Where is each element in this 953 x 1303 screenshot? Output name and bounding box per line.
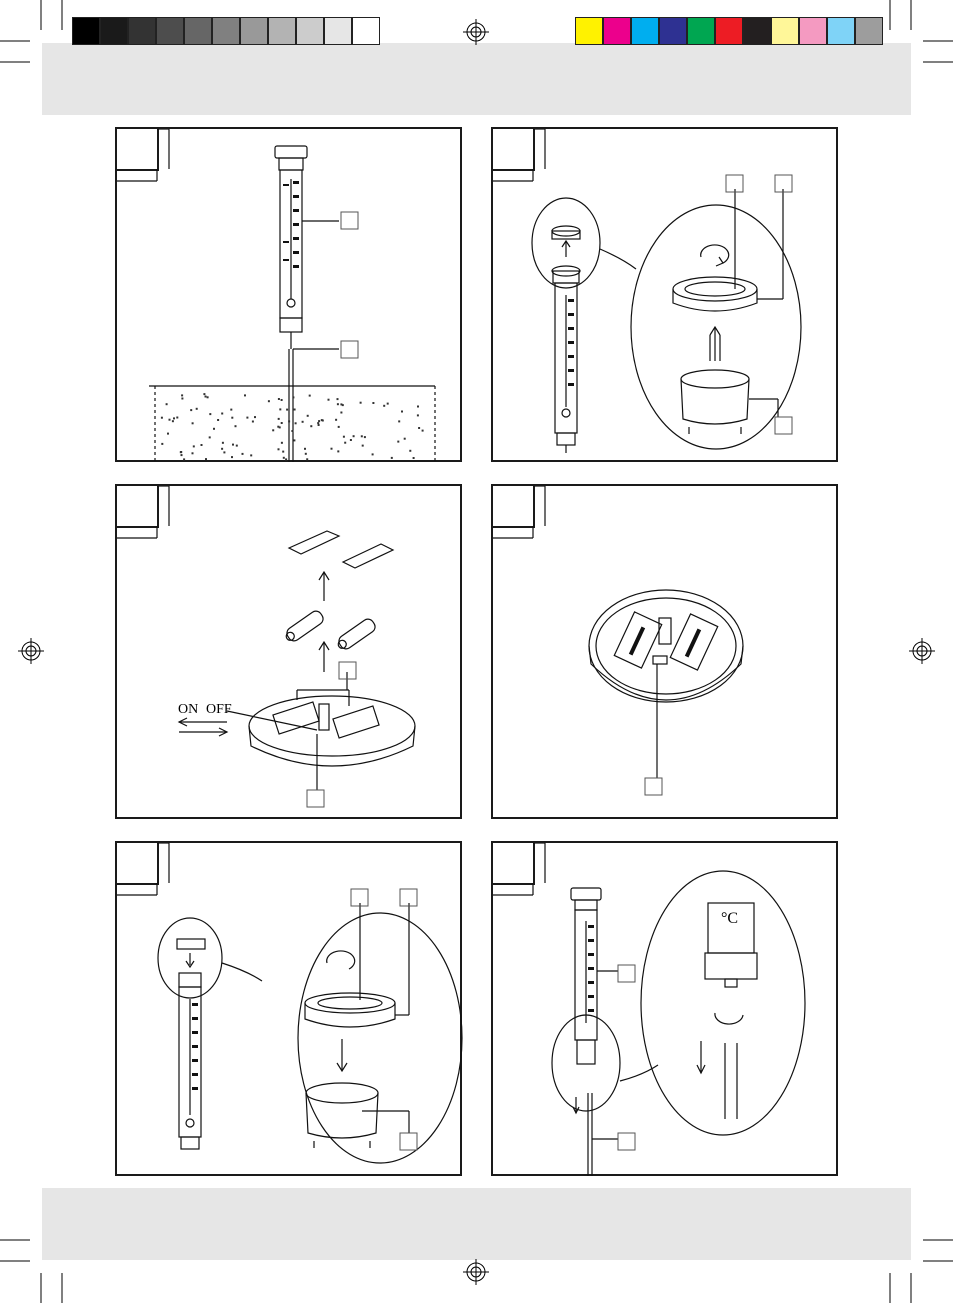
open-solar-cap-illustration [493, 129, 802, 453]
gray-swatch [240, 17, 268, 45]
switch-off-label: OFF [206, 702, 232, 717]
color-swatch [687, 17, 715, 45]
gray-swatch [268, 17, 296, 45]
color-swatch [631, 17, 659, 45]
gray-swatch [352, 17, 380, 45]
figure-6-panel: °C [491, 841, 838, 1176]
color-swatch [799, 17, 827, 45]
switch-on-label: ON [178, 702, 198, 717]
figure-number-box [491, 127, 535, 171]
figure-1-panel [115, 127, 462, 462]
color-swatch [715, 17, 743, 45]
gray-swatch [156, 17, 184, 45]
figure-number-box [491, 484, 535, 528]
registration-mark-bottom [463, 1259, 489, 1285]
gray-swatch [184, 17, 212, 45]
color-swatch [743, 17, 771, 45]
registration-mark-right [909, 638, 935, 664]
figure-3-panel: ON OFF [115, 484, 462, 819]
gray-swatch [296, 17, 324, 45]
cap-underside-illustration [493, 486, 744, 796]
battery-compartment-illustration: ON OFF [117, 486, 416, 808]
color-swatch [855, 17, 883, 45]
color-swatch [827, 17, 855, 45]
color-swatch [771, 17, 799, 45]
color-swatch [575, 17, 603, 45]
figure-number-box [115, 127, 159, 171]
gray-swatch [128, 17, 156, 45]
gray-swatch [324, 17, 352, 45]
close-solar-cap-illustration [117, 843, 463, 1164]
figure-4-panel [491, 484, 838, 819]
celsius-mark: °C [721, 910, 738, 927]
figure-number-box [115, 841, 159, 885]
figure-2-panel [491, 127, 838, 462]
registration-mark-left [18, 638, 44, 664]
attach-spike-illustration: °C [493, 843, 806, 1176]
thermometer-on-spike-illustration [117, 129, 436, 462]
top-band [42, 43, 911, 115]
figure-number-box [491, 841, 535, 885]
figure-number-box [115, 484, 159, 528]
color-swatch [659, 17, 687, 45]
gray-swatch [100, 17, 128, 45]
color-swatch [603, 17, 631, 45]
bottom-band [42, 1188, 911, 1260]
gray-swatch [72, 17, 100, 45]
gray-swatch [212, 17, 240, 45]
figure-5-panel [115, 841, 463, 1176]
registration-mark-top [463, 19, 489, 45]
